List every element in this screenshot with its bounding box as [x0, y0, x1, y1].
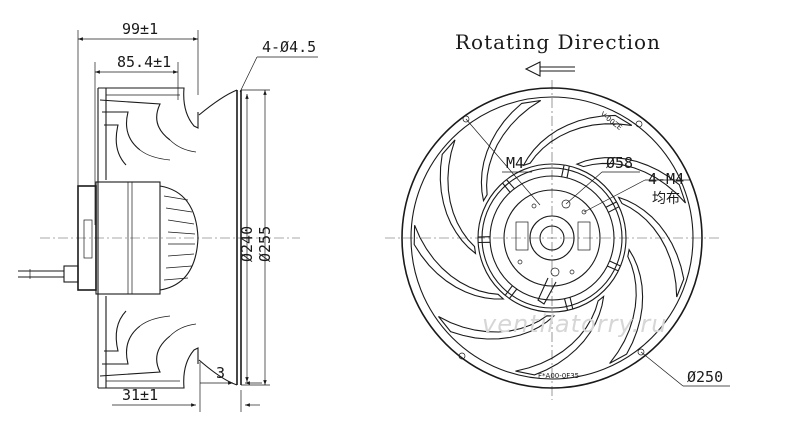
- spoke: [502, 182, 511, 193]
- blade: [609, 248, 644, 364]
- dim-3-label: 3: [216, 364, 225, 382]
- motor-body: [77, 181, 199, 295]
- front-view: Rotating Direction: [385, 30, 730, 400]
- rotating-direction-title: Rotating Direction: [455, 30, 661, 54]
- mounting-flange: [236, 90, 242, 385]
- spoke: [506, 179, 515, 190]
- dim-31-label: 31±1: [122, 386, 158, 404]
- shaft-hub-inner: [539, 225, 565, 251]
- spoke: [609, 260, 621, 267]
- outer-ring-inner: [410, 96, 694, 380]
- watermark: ventilatorry.ru: [482, 310, 668, 338]
- spokes: [477, 164, 621, 311]
- spoke: [508, 288, 518, 299]
- blades: [413, 99, 687, 376]
- dim-99-label: 99±1: [122, 20, 158, 38]
- blade: [575, 157, 687, 204]
- motor-details: [515, 199, 591, 305]
- spoke: [566, 165, 570, 179]
- blade-mark-bottom: F*A00-0F35-: [538, 372, 582, 380]
- spoke: [561, 164, 565, 177]
- left-arrow-icon: [524, 61, 575, 77]
- impeller-bottom: [98, 310, 199, 389]
- outer-ring: [401, 87, 703, 389]
- label-d250: Ø250: [687, 368, 723, 386]
- spoke: [569, 297, 574, 310]
- inlet-circle: [477, 163, 627, 313]
- blade-mark-top: V-00ZE: [599, 110, 624, 132]
- label-4m4: 4-M4: [648, 170, 684, 188]
- inlet-ring: [198, 89, 238, 386]
- blade: [413, 224, 505, 300]
- motor-cable: [18, 265, 79, 283]
- spoke: [504, 285, 513, 296]
- blade: [438, 315, 556, 340]
- blade: [439, 139, 477, 255]
- label-evenly: 均布: [652, 191, 680, 207]
- label-d58: Ø58: [606, 154, 633, 172]
- blade: [480, 99, 542, 203]
- impeller-top: [98, 87, 199, 166]
- spoke: [563, 298, 569, 311]
- dim-240-label: Ø240: [238, 226, 256, 262]
- dim-holes-label: 4-Ø4.5: [262, 38, 316, 56]
- hub-circle: [481, 167, 623, 309]
- leader-m4-line: [465, 118, 541, 206]
- blade: [515, 295, 605, 376]
- motor-circle: [489, 175, 615, 301]
- leader-d58-line: [565, 171, 603, 205]
- spoke: [608, 206, 620, 213]
- blade: [522, 114, 633, 167]
- leader-4-d45: [239, 56, 258, 93]
- spoke: [607, 265, 619, 272]
- leader-d250-line: [640, 351, 684, 387]
- label-m4: M4: [506, 154, 524, 172]
- motor-inner-circle: [503, 189, 601, 287]
- side-view: 99±1 85.4±1 4-Ø4.5: [18, 20, 318, 412]
- shaft-hub-outer: [529, 215, 575, 261]
- dim-85-label: 85.4±1: [117, 53, 171, 71]
- dim-255-label: Ø255: [256, 226, 274, 262]
- blade: [617, 196, 685, 298]
- spoke: [605, 201, 617, 208]
- rim-holes: [458, 115, 645, 360]
- leader-4m4-line: [583, 179, 646, 213]
